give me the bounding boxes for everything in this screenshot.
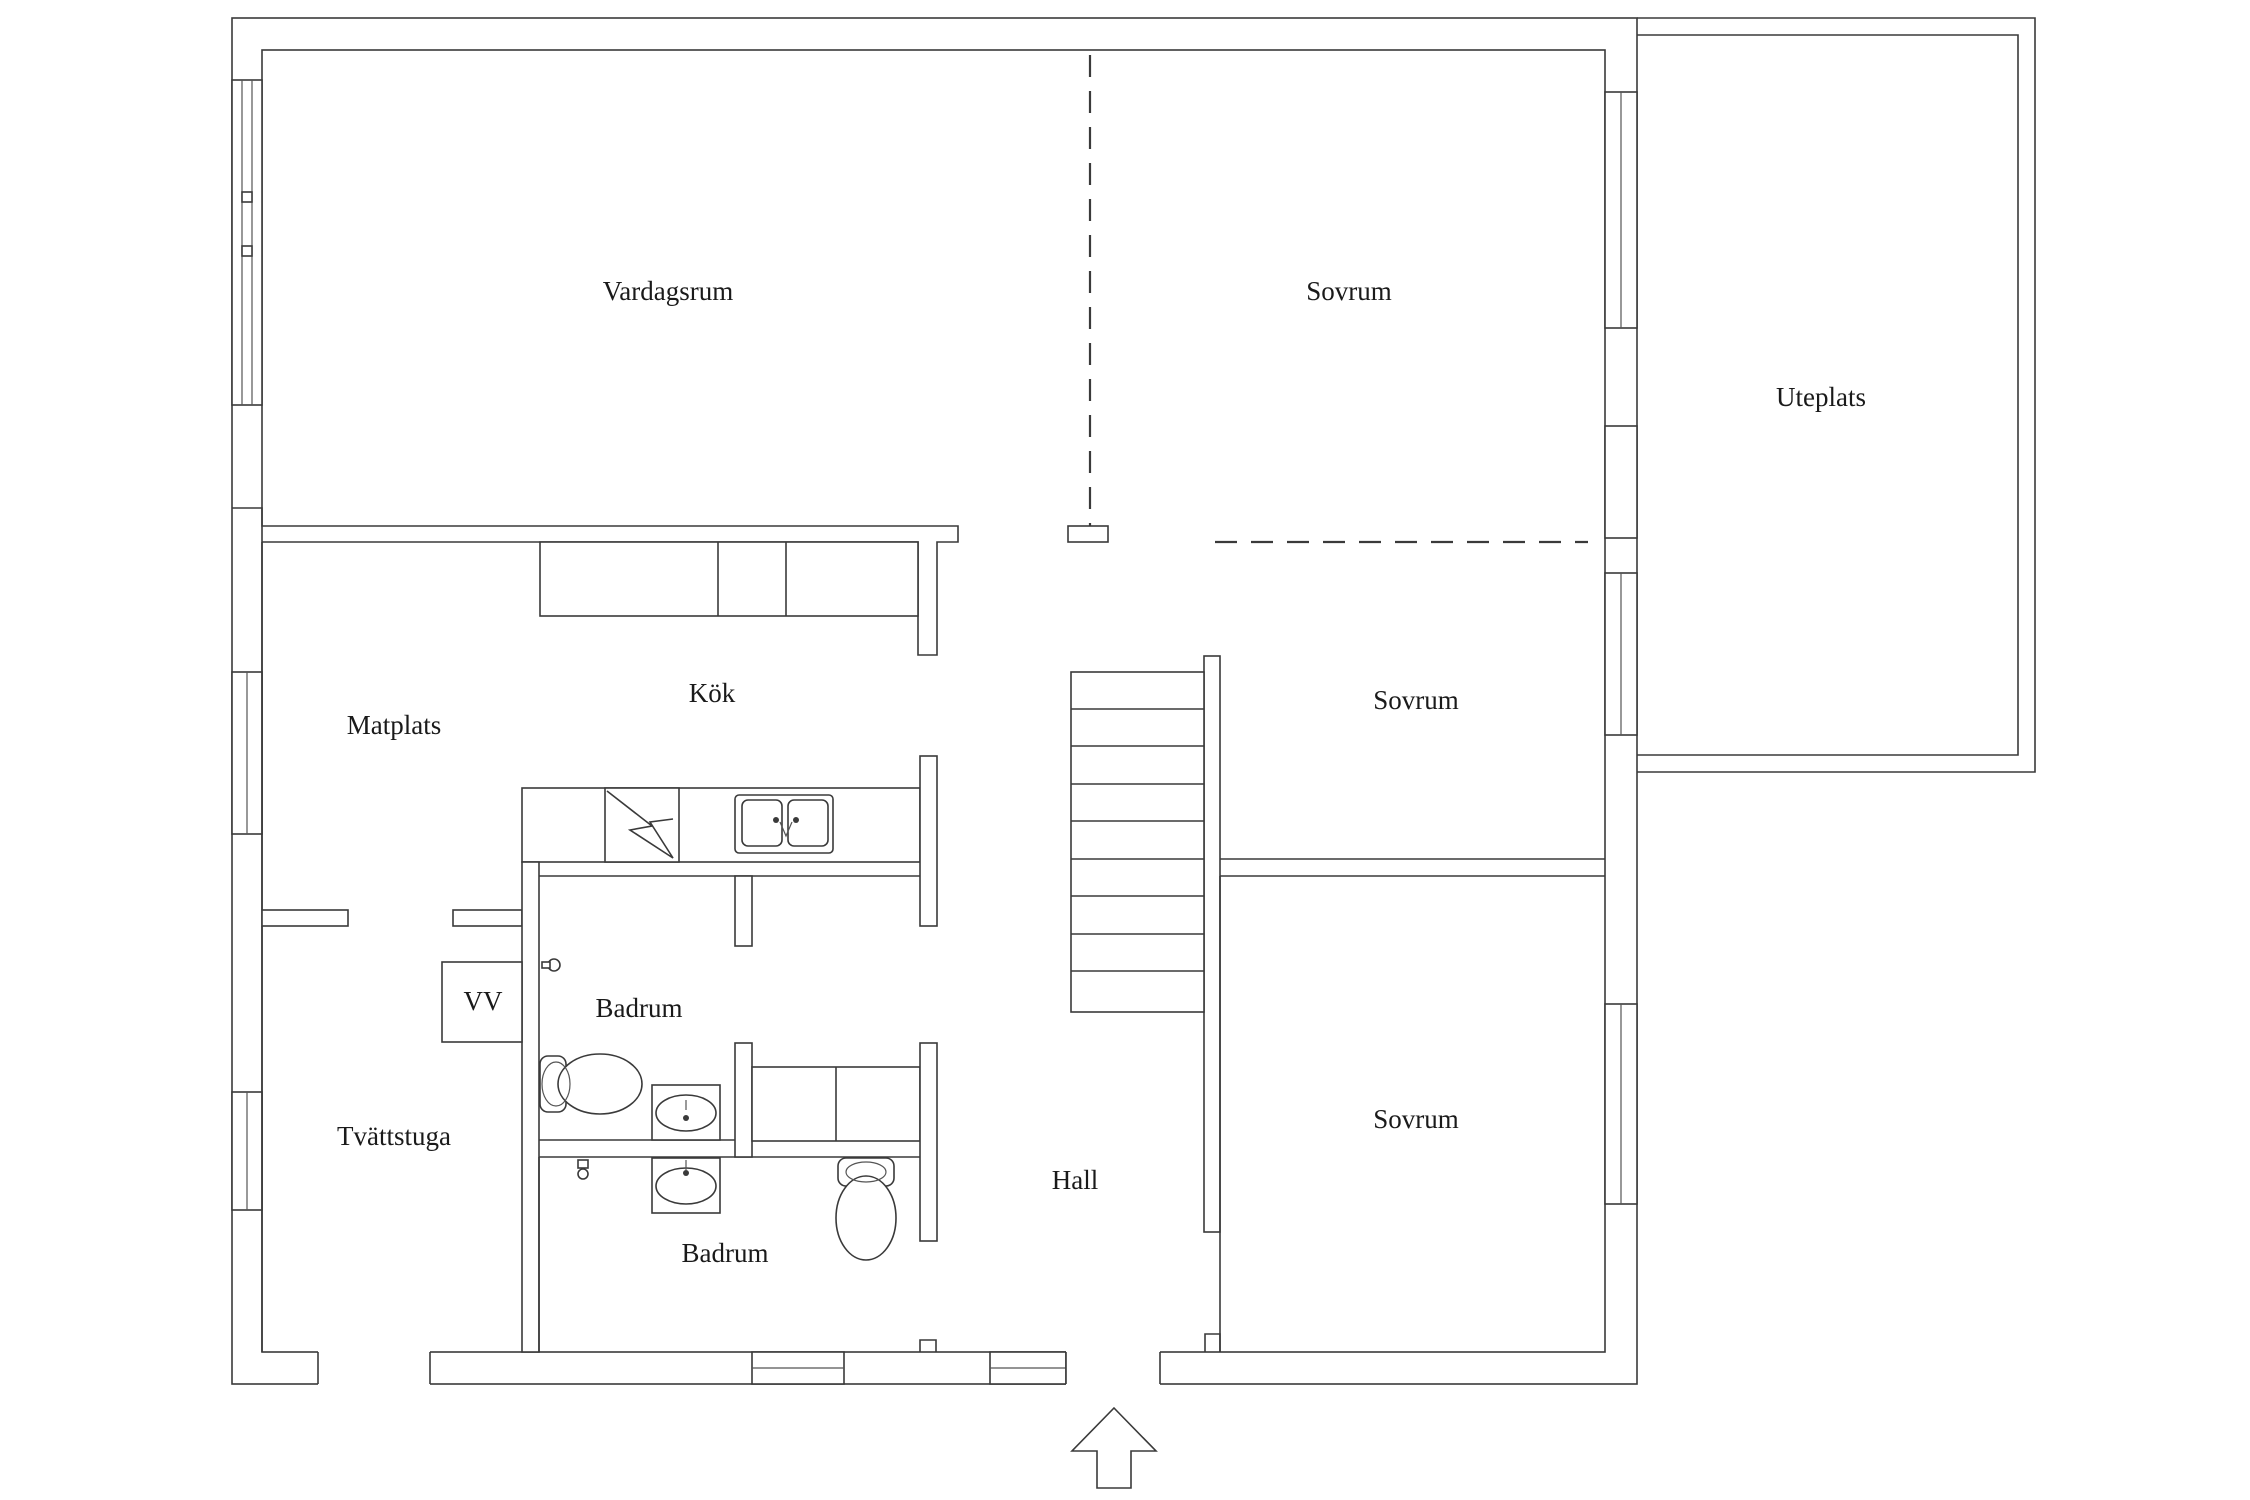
windows <box>231 79 1638 1385</box>
stove-icon <box>604 787 680 863</box>
room-label-badrum-2: Badrum <box>682 1238 769 1268</box>
room-label-sovrum-3: Sovrum <box>1373 1104 1459 1134</box>
tap-icon <box>541 958 561 972</box>
room-label-sovrum-1: Sovrum <box>1306 276 1392 306</box>
entrance-arrow-icon <box>1070 1406 1158 1489</box>
washbasin-icon <box>651 1157 721 1214</box>
room-label-tvattstuga: Tvättstuga <box>337 1121 451 1151</box>
room-label-vardagsrum: Vardagsrum <box>603 276 733 306</box>
dashed-lines <box>1088 55 1588 544</box>
interior-walls <box>232 507 1605 1353</box>
room-label-kok: Kök <box>689 678 736 708</box>
room-label-sovrum-2: Sovrum <box>1373 685 1459 715</box>
staircase <box>1070 671 1205 1013</box>
tap-icon <box>577 1159 589 1180</box>
toilet-icon <box>539 1053 643 1115</box>
room-label-uteplats: Uteplats <box>1776 382 1866 412</box>
room-label-matplats: Matplats <box>347 710 442 740</box>
kitchen-sink-icon <box>734 794 834 854</box>
washbasin-icon <box>651 1084 721 1141</box>
room-label-badrum-1: Badrum <box>596 993 683 1023</box>
room-label-hall: Hall <box>1052 1165 1099 1195</box>
room-labels: Vardagsrum Sovrum Uteplats Kök Matplats … <box>337 276 1866 1268</box>
room-label-vv: VV <box>464 986 503 1016</box>
toilet-icon <box>835 1157 897 1261</box>
